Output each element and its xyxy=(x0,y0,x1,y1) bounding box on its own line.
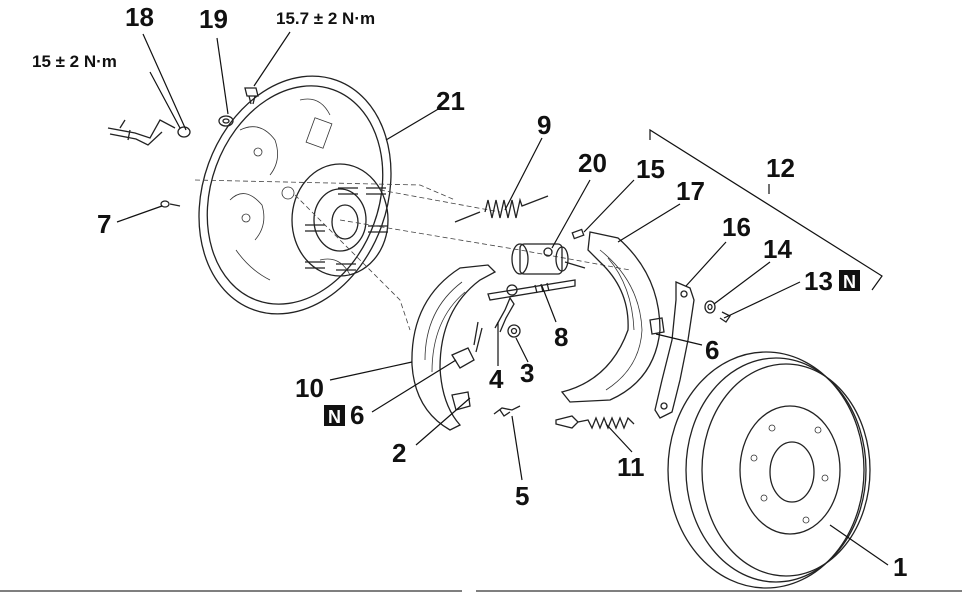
parking-brake-lever xyxy=(654,281,695,419)
wheel-cylinder-bolt xyxy=(244,87,259,105)
assembly-line xyxy=(339,219,631,271)
brake-shoe-trailing xyxy=(560,231,665,403)
brake-drum xyxy=(667,351,871,589)
callout-3: 3 xyxy=(520,358,534,388)
callout-14: 14 xyxy=(763,234,792,264)
callout-1: 1 xyxy=(893,552,907,582)
callout-6-left: 6 xyxy=(350,400,364,430)
backing-plate-plug xyxy=(160,200,181,208)
callout-12: 12 xyxy=(766,153,795,183)
callout-4: 4 xyxy=(489,364,504,394)
callout-8: 8 xyxy=(554,322,568,352)
shoe-hold-down-pin xyxy=(571,228,585,240)
assembly-line xyxy=(294,194,411,331)
callout-15: 15 xyxy=(636,154,665,184)
bleeder-screw xyxy=(218,115,234,127)
torque-label-cylinder-bolt: 15.7 ± 2 N·m xyxy=(276,9,375,28)
adjuster-washer xyxy=(507,324,521,338)
leader-lines xyxy=(116,31,889,566)
adjusting-lever xyxy=(494,296,515,333)
assembly-line xyxy=(379,189,501,213)
callout-13: 13 xyxy=(804,266,833,296)
callout-18: 18 xyxy=(125,2,154,32)
callout-10: 10 xyxy=(295,373,324,403)
callout-6-right: 6 xyxy=(705,335,719,365)
callout-numbers: 1 2 3 4 5 6 6 7 8 9 10 11 12 13 14 15 16… xyxy=(97,2,907,582)
assembly-bracket xyxy=(649,128,883,291)
lever-washer xyxy=(704,300,716,314)
hold-down-spring-clip xyxy=(493,405,521,417)
callout-9: 9 xyxy=(537,110,551,140)
callout-17: 17 xyxy=(676,176,705,206)
non-reusable-mark-13: N xyxy=(839,270,860,292)
assembly-line xyxy=(194,179,456,201)
callout-7: 7 xyxy=(97,209,111,239)
axle-hub xyxy=(291,163,389,277)
callout-19: 19 xyxy=(199,4,228,34)
shoe-return-spring xyxy=(454,195,549,223)
brake-shoe-leading xyxy=(411,264,497,431)
wheel-cylinder xyxy=(511,243,586,275)
callout-21: 21 xyxy=(436,86,465,116)
svg-text:N: N xyxy=(328,407,341,427)
non-reusable-mark-6: N xyxy=(324,405,345,427)
parking-brake-cable xyxy=(555,415,635,430)
svg-text:N: N xyxy=(843,272,856,292)
retaining-clip xyxy=(719,311,731,323)
callout-20: 20 xyxy=(578,148,607,178)
callout-5: 5 xyxy=(515,481,529,511)
callout-16: 16 xyxy=(722,212,751,242)
torque-label-bleeder: 15 ± 2 N·m xyxy=(32,52,117,71)
callout-2: 2 xyxy=(392,438,406,468)
adjuster-assembly xyxy=(487,279,576,301)
wheel-stud xyxy=(305,187,388,271)
callout-11: 11 xyxy=(617,452,645,482)
